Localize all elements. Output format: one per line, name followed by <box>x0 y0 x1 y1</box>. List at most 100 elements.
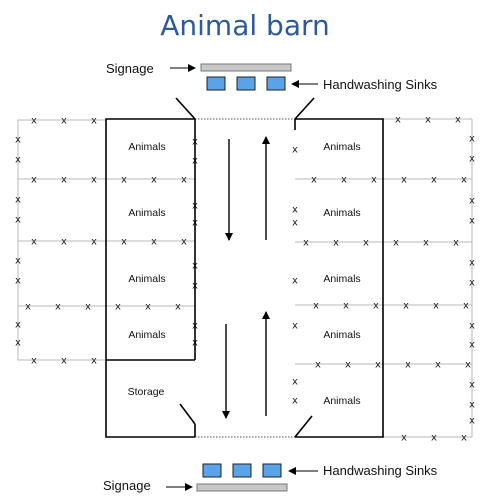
fence-x-mark: x <box>292 321 298 332</box>
fence-x-mark: x <box>315 360 321 371</box>
fence-x-mark: x <box>393 238 399 249</box>
fence-x-mark: x <box>15 135 21 146</box>
fence-x-mark: x <box>333 238 339 249</box>
fence-x-mark: x <box>151 175 157 186</box>
fence-x-mark: x <box>465 360 471 371</box>
pen-label-right-2: Animals <box>323 207 360 219</box>
fence-x-mark: x <box>431 433 437 444</box>
pen-label-left-4: Animals <box>128 329 165 341</box>
fence-x-mark: x <box>469 278 475 289</box>
fence-x-mark: x <box>469 134 475 145</box>
fence-x-mark: x <box>455 115 461 126</box>
storage-label: Storage <box>128 386 165 398</box>
fence-x-mark: x <box>31 175 37 186</box>
pen-label-left-3: Animals <box>128 273 165 285</box>
fence-x-mark: x <box>311 175 317 186</box>
pen-label-right-1: Animals <box>323 141 360 153</box>
fence-x-mark: x <box>461 433 467 444</box>
pen-label-right-4: Animals <box>323 329 360 341</box>
sink-top-3 <box>266 76 286 91</box>
fence-x-mark: x <box>469 258 475 269</box>
fence-x-mark: x <box>31 116 37 127</box>
fence-x-mark: x <box>375 360 381 371</box>
fence-x-mark: x <box>15 195 21 206</box>
fence-x-mark: x <box>363 238 369 249</box>
fence-x-mark: x <box>85 302 91 313</box>
fence-x-mark: x <box>401 175 407 186</box>
fence-x-mark: x <box>175 302 181 313</box>
fence-x-mark: x <box>121 237 127 248</box>
fence-x-mark: x <box>292 145 298 156</box>
fence-x-mark: x <box>431 175 437 186</box>
fence-x-mark: x <box>121 175 127 186</box>
fence-x-mark: x <box>55 302 61 313</box>
signage-top <box>200 63 292 72</box>
fence-x-mark: x <box>469 321 475 332</box>
fence-x-mark: x <box>469 216 475 227</box>
fence-x-mark: x <box>469 416 475 427</box>
pen-label-left-2: Animals <box>128 207 165 219</box>
fence-x-mark: x <box>31 356 37 367</box>
fence-x-mark: x <box>371 175 377 186</box>
fence-x-mark: x <box>91 116 97 127</box>
fence-x-mark: x <box>403 301 409 312</box>
signage-bottom-label: Signage <box>103 478 151 493</box>
fence-x-mark: x <box>433 301 439 312</box>
fence-x-mark: x <box>25 302 31 313</box>
fence-x-mark: x <box>463 301 469 312</box>
sink-bottom-2 <box>232 463 252 478</box>
fence-x-mark: x <box>292 396 298 407</box>
fence-x-mark: x <box>469 380 475 391</box>
fence-x-mark: x <box>395 115 401 126</box>
fence-x-mark: x <box>145 302 151 313</box>
fence-x-mark: x <box>61 237 67 248</box>
pen-label-left-1: Animals <box>128 141 165 153</box>
sinks-bottom-label: Handwashing Sinks <box>323 463 438 478</box>
sinks-top-label: Handwashing Sinks <box>323 77 438 92</box>
fence-x-mark: x <box>91 175 97 186</box>
fence-x-mark: x <box>31 237 37 248</box>
fence-x-mark: x <box>435 360 441 371</box>
fence-x-mark: x <box>91 237 97 248</box>
fence-x-mark: x <box>292 276 298 287</box>
pen-label-right-5: Animals <box>323 395 360 407</box>
fence-x-mark: x <box>292 218 298 229</box>
fence-x-mark: x <box>292 205 298 216</box>
sink-top-1 <box>206 76 226 91</box>
fence-x-mark: x <box>15 155 21 166</box>
fence-x-mark: x <box>181 237 187 248</box>
fence-lines <box>17 118 473 438</box>
fence-x-mark: x <box>469 154 475 165</box>
fence-x-mark: x <box>115 302 121 313</box>
fence-x-mark: x <box>15 320 21 331</box>
fence-x-mark: x <box>401 433 407 444</box>
fence-x-mark: x <box>461 175 467 186</box>
fence-x-mark: x <box>15 215 21 226</box>
fence-x-mark: x <box>453 238 459 249</box>
fence-x-mark: x <box>469 340 475 351</box>
fence-x-mark: x <box>151 237 157 248</box>
fence-x-mark: x <box>91 356 97 367</box>
signage-top-label: Signage <box>106 61 154 76</box>
fence-x-mark: x <box>373 301 379 312</box>
fence-x-mark: x <box>15 338 21 349</box>
left-pen-block <box>105 97 196 438</box>
diagram-title: Animal barn <box>160 9 330 42</box>
fence-x-mark: x <box>181 175 187 186</box>
fence-x-mark: x <box>425 115 431 126</box>
fence-x-mark: x <box>469 400 475 411</box>
fence-x-mark: x <box>61 116 67 127</box>
pen-label-right-3: Animals <box>323 273 360 285</box>
sink-bottom-3 <box>262 463 282 478</box>
fence-x-mark: x <box>292 377 298 388</box>
fence-x-mark: x <box>61 356 67 367</box>
fence-x-mark: x <box>15 276 21 287</box>
fence-x-mark: x <box>303 238 309 249</box>
fence-x-mark: x <box>345 360 351 371</box>
signage-bottom <box>196 483 288 492</box>
fence-x-mark: x <box>343 301 349 312</box>
right-pen-block <box>294 97 384 438</box>
fence-x-mark: x <box>313 301 319 312</box>
